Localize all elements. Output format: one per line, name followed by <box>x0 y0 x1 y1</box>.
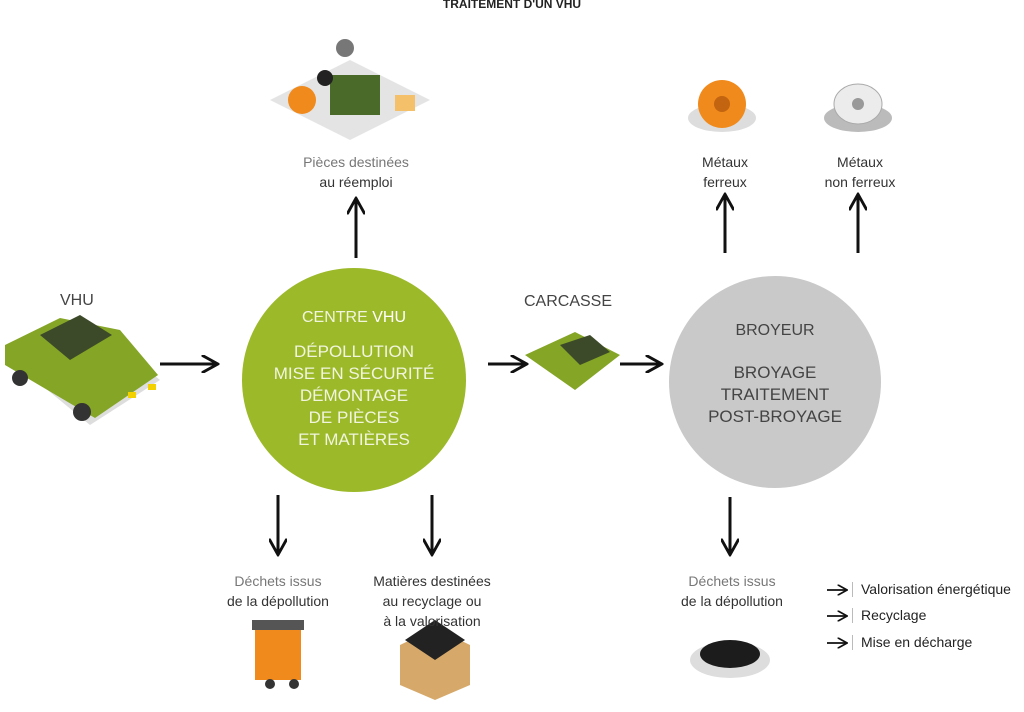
vhu-label: VHU <box>60 292 94 309</box>
shred-illustration <box>690 640 770 678</box>
metaux-non-ferreux-illustration <box>824 83 892 132</box>
diagram-title: TRAITEMENT D'UN VHU <box>442 0 582 11</box>
bin-illustration <box>252 620 304 689</box>
carcasse-illustration <box>525 332 620 390</box>
car-illustration <box>5 315 160 425</box>
centre-title-a: CENTRE <box>301 309 373 326</box>
centre-line: DÉMONTAGE <box>299 386 409 405</box>
metaux-ferreux-illustration <box>688 80 756 132</box>
broyeur-line: TRAITEMENT <box>720 385 830 404</box>
broyeur-line: POST-BROYAGE <box>708 407 842 426</box>
broyeur-title: BROYEUR <box>735 322 815 339</box>
carcasse-label: CARCASSE <box>524 293 613 310</box>
box-illustration <box>400 620 470 700</box>
broyeur-circle: BROYEUR BROYAGE TRAITEMENT POST-BROYAGE <box>669 276 881 488</box>
centre-line: MISE EN SÉCURITÉ <box>273 364 435 383</box>
centre-line: DÉPOLLUTION <box>294 342 414 361</box>
centre-line: DE PIÈCES <box>308 408 400 427</box>
legend-item-decharge: Mise en décharge <box>846 634 972 650</box>
centre-line: ET MATIÈRES <box>298 430 410 449</box>
pieces-illustration <box>270 39 430 140</box>
centre-title-b: VHU <box>372 309 406 326</box>
centre-vhu-circle: CENTRE VHU DÉPOLLUTION MISE EN SÉCURITÉ … <box>242 268 466 492</box>
legend-item-valorisation: Valorisation énergétique <box>846 581 1011 597</box>
legend-item-recyclage: Recyclage <box>846 607 926 623</box>
broyeur-line: BROYAGE <box>733 363 817 382</box>
